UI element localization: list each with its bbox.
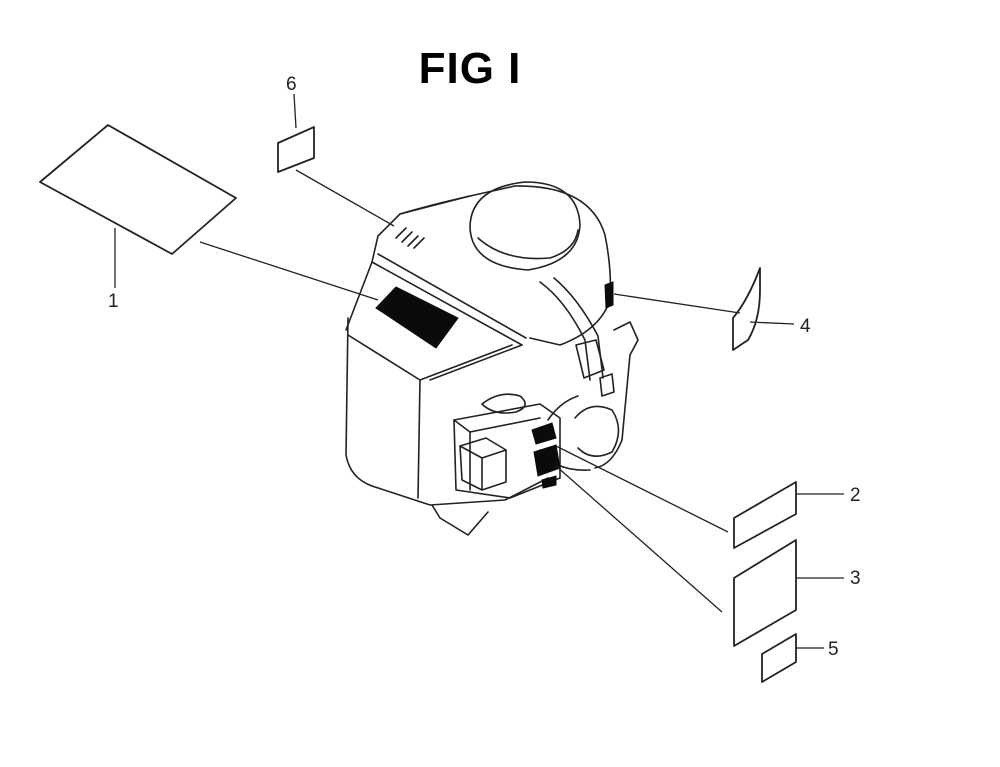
engine-drawing xyxy=(345,181,639,536)
decal-5 xyxy=(761,633,797,683)
callout-3: 3 xyxy=(850,568,861,589)
callout-2: 2 xyxy=(850,485,861,506)
decal-2 xyxy=(733,481,797,549)
figure-title: FIG I xyxy=(418,44,522,93)
callout-4: 4 xyxy=(800,316,811,337)
decal-4 xyxy=(732,267,761,351)
decal-6 xyxy=(277,126,315,173)
decal-1 xyxy=(39,124,237,255)
callout-6: 6 xyxy=(286,74,297,95)
callout-5: 5 xyxy=(828,639,839,660)
leader-lines xyxy=(114,93,844,649)
decal-3 xyxy=(733,539,797,647)
callout-1: 1 xyxy=(108,291,119,312)
